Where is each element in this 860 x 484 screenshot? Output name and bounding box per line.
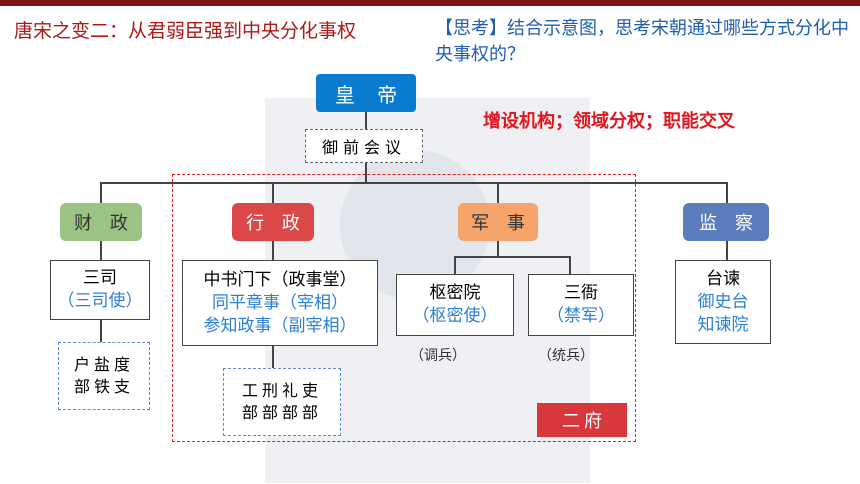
- ministries-line1: 工刑礼吏: [241, 381, 322, 400]
- answer-text: 增设机构；领域分权；职能交叉: [483, 111, 735, 132]
- top-accent-bar: [0, 0, 860, 6]
- taijian-censorate: 御史台: [697, 291, 749, 312]
- slide-title: 唐宋之变二：从君弱臣强到中央分化事权: [14, 20, 357, 42]
- zhongshu-chancellor: 同平章事（宰相）: [212, 292, 348, 313]
- shumi-official: （枢密使）: [412, 306, 498, 326]
- connector-to-supervise: [726, 182, 728, 203]
- connector-military-vertical: [497, 241, 499, 257]
- note-command-troops: （统兵）: [538, 348, 594, 364]
- ministries-line2: 部部部部: [241, 403, 322, 422]
- connector-supervise-taijian: [726, 241, 728, 260]
- erfu-region-outline: [172, 174, 636, 442]
- hubu-line1: 户盐度: [73, 355, 134, 374]
- connector-finance-sansan: [100, 241, 102, 260]
- connector-to-admin: [272, 182, 274, 203]
- finance-dept-box: 财 政: [60, 203, 142, 241]
- supervise-dept-box: 监 察: [683, 203, 769, 241]
- hubu-subdept-box: 户盐度 部铁支: [58, 342, 150, 410]
- connector-military-bus: [454, 256, 571, 258]
- note-deploy-troops: （调兵）: [410, 348, 466, 364]
- shumi-box: 枢密院 （枢密使）: [396, 274, 514, 336]
- connector-to-finance: [100, 182, 102, 203]
- admin-dept-box: 行 政: [232, 203, 314, 241]
- six-ministries-box: 工刑礼吏 部部部部: [223, 368, 341, 436]
- connector-to-sanya: [569, 256, 571, 274]
- sansan-name: 三司: [83, 268, 117, 288]
- connector-horizontal-bus: [100, 182, 728, 184]
- sanya-troops: （禁军）: [547, 306, 615, 326]
- hubu-line2: 部铁支: [73, 377, 134, 396]
- shumi-name: 枢密院: [429, 283, 481, 303]
- sanya-box: 三衙 （禁军）: [528, 274, 634, 336]
- connector-to-shumi: [454, 256, 456, 274]
- taijian-name: 台谏: [706, 268, 740, 289]
- imperial-council-box: 御前会议: [305, 129, 423, 163]
- emperor-box: 皇 帝: [316, 74, 416, 112]
- erfu-label: 二府: [537, 403, 627, 437]
- sansan-official: （三司使）: [57, 291, 143, 311]
- zhongshu-vice-chancellor: 参知政事（副宰相）: [203, 315, 357, 336]
- zhongshu-name: 中书门下（政事堂）: [203, 269, 357, 290]
- sanya-name: 三衙: [564, 283, 598, 303]
- connector-zhongshu-gongbu: [272, 346, 274, 368]
- connector-sansan-hubu: [100, 320, 102, 342]
- connector-admin-zhongshu: [272, 241, 274, 260]
- think-question: 【思考】结合示意图，思考宋朝通过哪些方式分化中央事权的？: [435, 18, 849, 65]
- taijian-box: 台谏 御史台 知谏院: [675, 260, 771, 344]
- taijian-remonstrance: 知谏院: [697, 314, 749, 335]
- military-dept-box: 军 事: [458, 203, 538, 241]
- connector-emperor-council: [365, 112, 367, 129]
- connector-council-bus: [365, 163, 367, 183]
- sansan-box: 三司 （三司使）: [50, 260, 150, 320]
- connector-to-military: [497, 182, 499, 203]
- zhongshu-box: 中书门下（政事堂） 同平章事（宰相） 参知政事（副宰相）: [182, 260, 378, 346]
